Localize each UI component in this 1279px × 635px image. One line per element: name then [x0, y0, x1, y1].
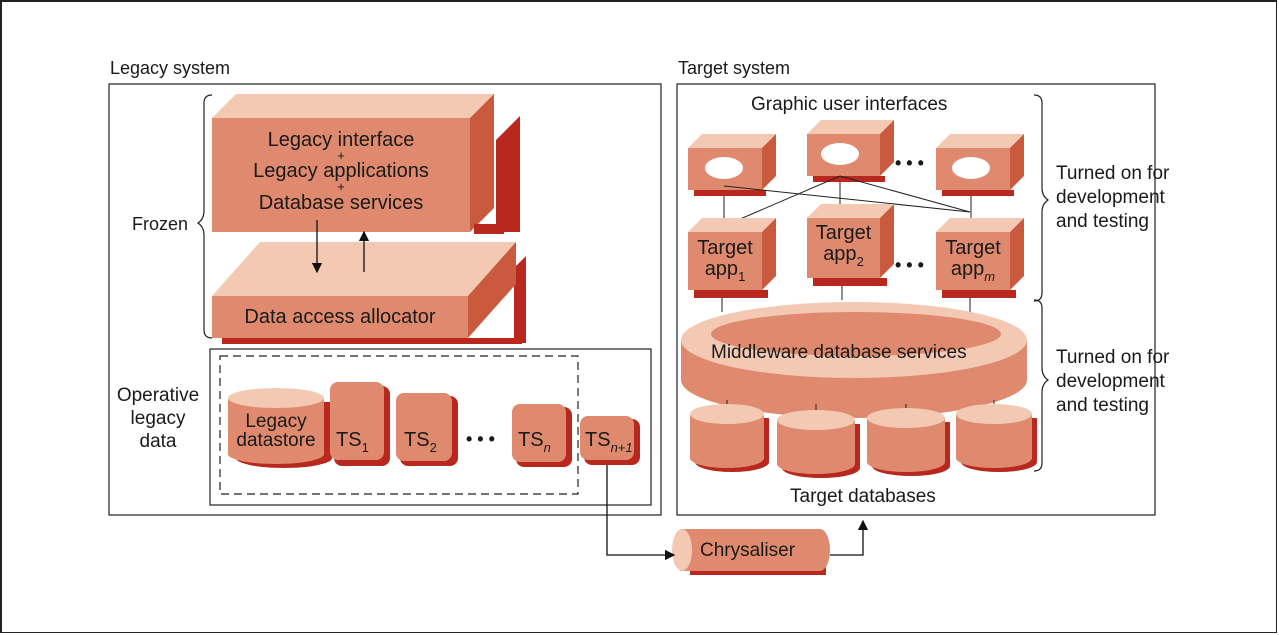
middleware-ring — [681, 302, 1027, 418]
side-note-top: Turned on for development and testing — [1056, 163, 1170, 232]
operative-data-box — [209, 348, 652, 506]
arrow-to-chrysaliser — [606, 465, 676, 561]
target-app2-label: Target app2 — [815, 222, 872, 269]
target-appm-label: Target appm — [945, 237, 1001, 284]
ts2-label: TS2 — [404, 429, 437, 455]
app-ellipsis: • • • — [895, 255, 924, 275]
gui-label: Graphic user interfaces — [751, 94, 948, 115]
data-access-allocator-label: Data access allocator — [244, 306, 436, 328]
target-databases-label: Target databases — [790, 486, 936, 507]
legacy-datastore-cylinder — [228, 388, 332, 468]
ts1-label: TS1 — [336, 429, 369, 455]
frozen-label: Frozen — [132, 214, 189, 234]
target-section-title: Target system — [678, 58, 791, 78]
dashed-group — [219, 355, 579, 495]
tsn1-label: TSn+1 — [585, 429, 633, 455]
brace-bottom — [1033, 299, 1050, 472]
arrow-to-target-databases — [830, 519, 869, 556]
middleware-label: Middleware database services — [711, 342, 967, 363]
gui-ellipsis: • • • — [895, 153, 924, 173]
chrysaliser-label: Chrysaliser — [700, 540, 796, 561]
gui-boxes — [688, 120, 1024, 196]
tsn-label: TSn — [518, 429, 551, 455]
target-app-boxes — [688, 204, 1024, 298]
legacy-datastore-label: Legacy datastore — [236, 411, 316, 451]
brace-top — [1033, 94, 1050, 302]
legacy-interface-block — [212, 94, 520, 234]
target-database-cylinders — [690, 404, 1037, 478]
gui-app-links — [721, 175, 972, 312]
data-access-allocator-block — [212, 242, 526, 344]
legacy-system-box — [108, 83, 662, 516]
ts-ellipsis: • • • — [466, 429, 495, 449]
chrysaliser-cylinder — [672, 529, 830, 575]
target-system-box — [676, 83, 1156, 516]
legacy-section-title: Legacy system — [110, 58, 231, 78]
frozen-brace — [196, 94, 213, 339]
target-app1-label: Target app1 — [697, 237, 753, 284]
side-note-bottom: Turned on for development and testing — [1056, 347, 1170, 416]
operative-legacy-data-label: Operative legacy data — [116, 385, 200, 452]
legacy-interface-text: Legacy interface + Legacy applications +… — [253, 129, 429, 214]
ts-boxes — [330, 382, 640, 467]
